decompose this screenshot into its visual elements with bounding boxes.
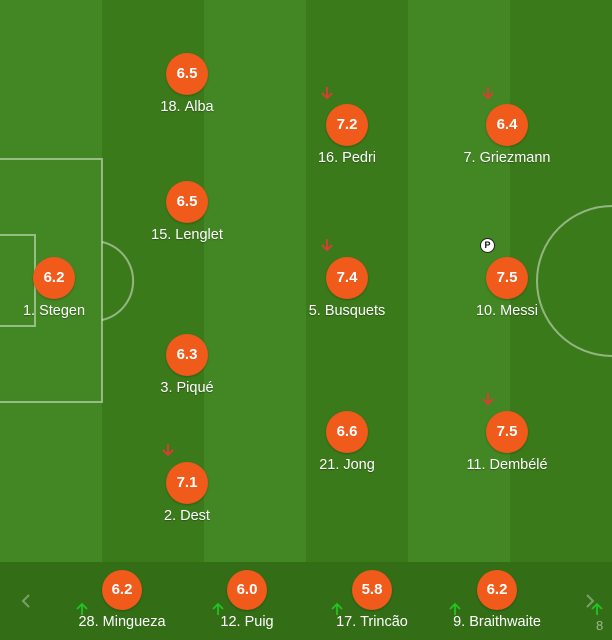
player-name: 2.Dest xyxy=(164,508,210,524)
substitute-card[interactable]: 5.8 17. Trincão xyxy=(307,570,437,630)
arrow-up-icon xyxy=(76,602,88,615)
player-name: 15.Lenglet xyxy=(151,227,223,243)
player-rating: 6.5 xyxy=(166,181,208,223)
player-name: 16.Pedri xyxy=(317,150,377,166)
arrow-down-icon xyxy=(321,239,333,252)
substitute-card[interactable]: 6.0 12. Puig xyxy=(182,570,312,630)
player-card[interactable]: 6.5 15.Lenglet xyxy=(127,181,247,243)
player-rating: 6.0 xyxy=(227,570,267,610)
arrow-down-icon xyxy=(321,87,333,100)
player-rating: 7.5 xyxy=(486,257,528,299)
player-card[interactable]: 6.3 3.Piqué xyxy=(127,334,247,396)
player-card[interactable]: 6.4 7.Griezmann xyxy=(447,104,567,166)
player-rating: 6.4 xyxy=(486,104,528,146)
player-name: 18.Alba xyxy=(160,99,214,115)
player-name: 10.Messi xyxy=(475,303,539,319)
player-name: 28. Mingueza xyxy=(78,614,166,630)
player-name: 3.Piqué xyxy=(160,380,214,396)
chevron-left-icon[interactable] xyxy=(14,586,38,616)
player-rating: 6.2 xyxy=(33,257,75,299)
player-name: 7.Griezmann xyxy=(463,150,551,166)
penalty-icon: P xyxy=(480,238,495,253)
arrow-down-icon xyxy=(162,444,174,457)
player-name: 17. Trincão xyxy=(336,614,408,630)
player-name: 9. Braithwaite xyxy=(453,614,541,630)
player-card[interactable]: 6.2 1.Stegen xyxy=(0,257,114,319)
player-card[interactable]: 7.5 11.Dembélé xyxy=(447,411,567,473)
player-rating: 6.5 xyxy=(166,53,208,95)
arrow-down-icon xyxy=(482,393,494,406)
player-rating: 7.5 xyxy=(486,411,528,453)
player-name: 12. Puig xyxy=(220,614,274,630)
partial-substitute-label: 8 xyxy=(596,618,604,633)
player-name: 1.Stegen xyxy=(22,303,86,319)
player-rating: 7.2 xyxy=(326,104,368,146)
chevron-right-icon[interactable] xyxy=(578,586,602,616)
substitute-card[interactable]: 6.2 9. Braithwaite xyxy=(432,570,562,630)
arrow-up-icon xyxy=(212,602,224,615)
player-rating: 6.2 xyxy=(477,570,517,610)
player-rating: 5.8 xyxy=(352,570,392,610)
player-rating: 6.6 xyxy=(326,411,368,453)
player-card[interactable]: 7.2 16.Pedri xyxy=(287,104,407,166)
player-name: 5.Busquets xyxy=(308,303,386,319)
player-rating: 6.3 xyxy=(166,334,208,376)
substitute-card[interactable]: 6.2 28. Mingueza xyxy=(57,570,187,630)
player-rating: 7.1 xyxy=(166,462,208,504)
player-rating: 6.2 xyxy=(102,570,142,610)
player-name: 21.Jong xyxy=(319,457,375,473)
player-name: 11.Dembélé xyxy=(466,457,548,473)
player-card[interactable]: 6.6 21.Jong xyxy=(287,411,407,473)
arrow-up-icon xyxy=(591,602,603,615)
substitutes-bar: 6.2 28. Mingueza 6.0 12. Puig 5.8 17. Tr… xyxy=(0,562,612,640)
arrow-up-icon xyxy=(449,602,461,615)
player-card[interactable]: 6.5 18.Alba xyxy=(127,53,247,115)
player-card[interactable]: 7.1 2.Dest xyxy=(127,462,247,524)
arrow-down-icon xyxy=(482,87,494,100)
player-rating: 7.4 xyxy=(326,257,368,299)
arrow-up-icon xyxy=(331,602,343,615)
player-card[interactable]: 7.4 5.Busquets xyxy=(287,257,407,319)
player-card[interactable]: 7.5 10.Messi xyxy=(447,257,567,319)
pitch: 6.5 18.Alba 7.2 16.Pedri 6.4 7.Griezmann… xyxy=(0,53,612,524)
